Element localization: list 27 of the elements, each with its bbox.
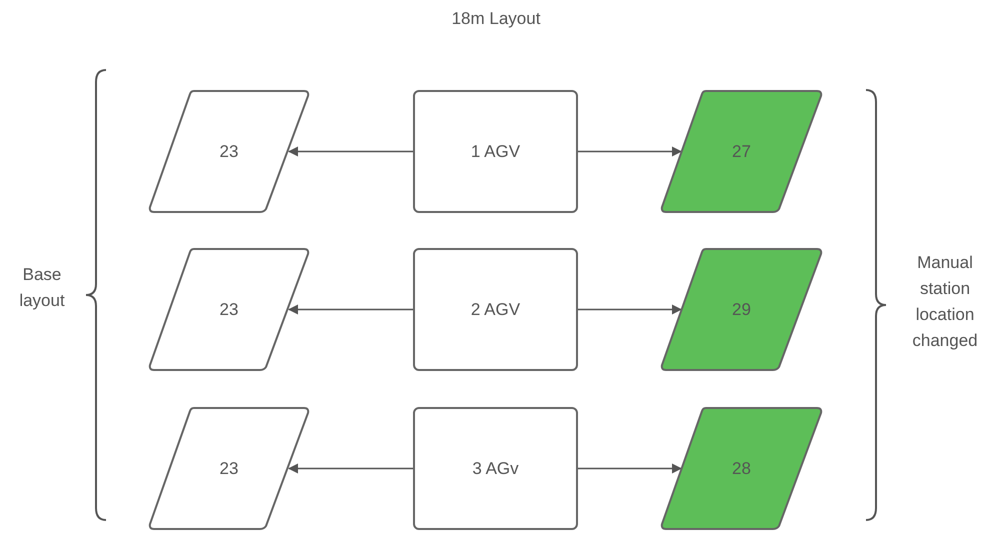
arrow [578,464,682,474]
node-label: 1 AGV [470,140,520,163]
node-label: 3 AGv [472,458,519,480]
node-label: 2 AGV [470,298,520,321]
node-label: 28 [732,458,751,480]
side-label: Base layout [18,264,66,312]
arrow [288,146,413,156]
arrow [578,304,682,314]
node-label: 23 [220,140,238,163]
process-box [413,407,578,530]
node-label: 23 [220,298,238,321]
node-label: 23 [220,458,238,480]
node-label: 27 [732,140,751,163]
node-label: 29 [732,298,751,321]
side-label: Manual station location changed [911,252,979,352]
parallelogram-node [148,407,310,530]
parallelogram-node [660,248,823,371]
arrow [288,304,413,314]
arrow [288,464,413,474]
process-box [413,90,578,213]
arrow [578,146,682,156]
process-box [413,248,578,371]
parallelogram-node [660,90,823,213]
parallelogram-node [660,407,823,530]
parallelogram-node [148,248,310,371]
diagram-title: 18m Layout [450,8,542,30]
parallelogram-node [148,90,310,213]
